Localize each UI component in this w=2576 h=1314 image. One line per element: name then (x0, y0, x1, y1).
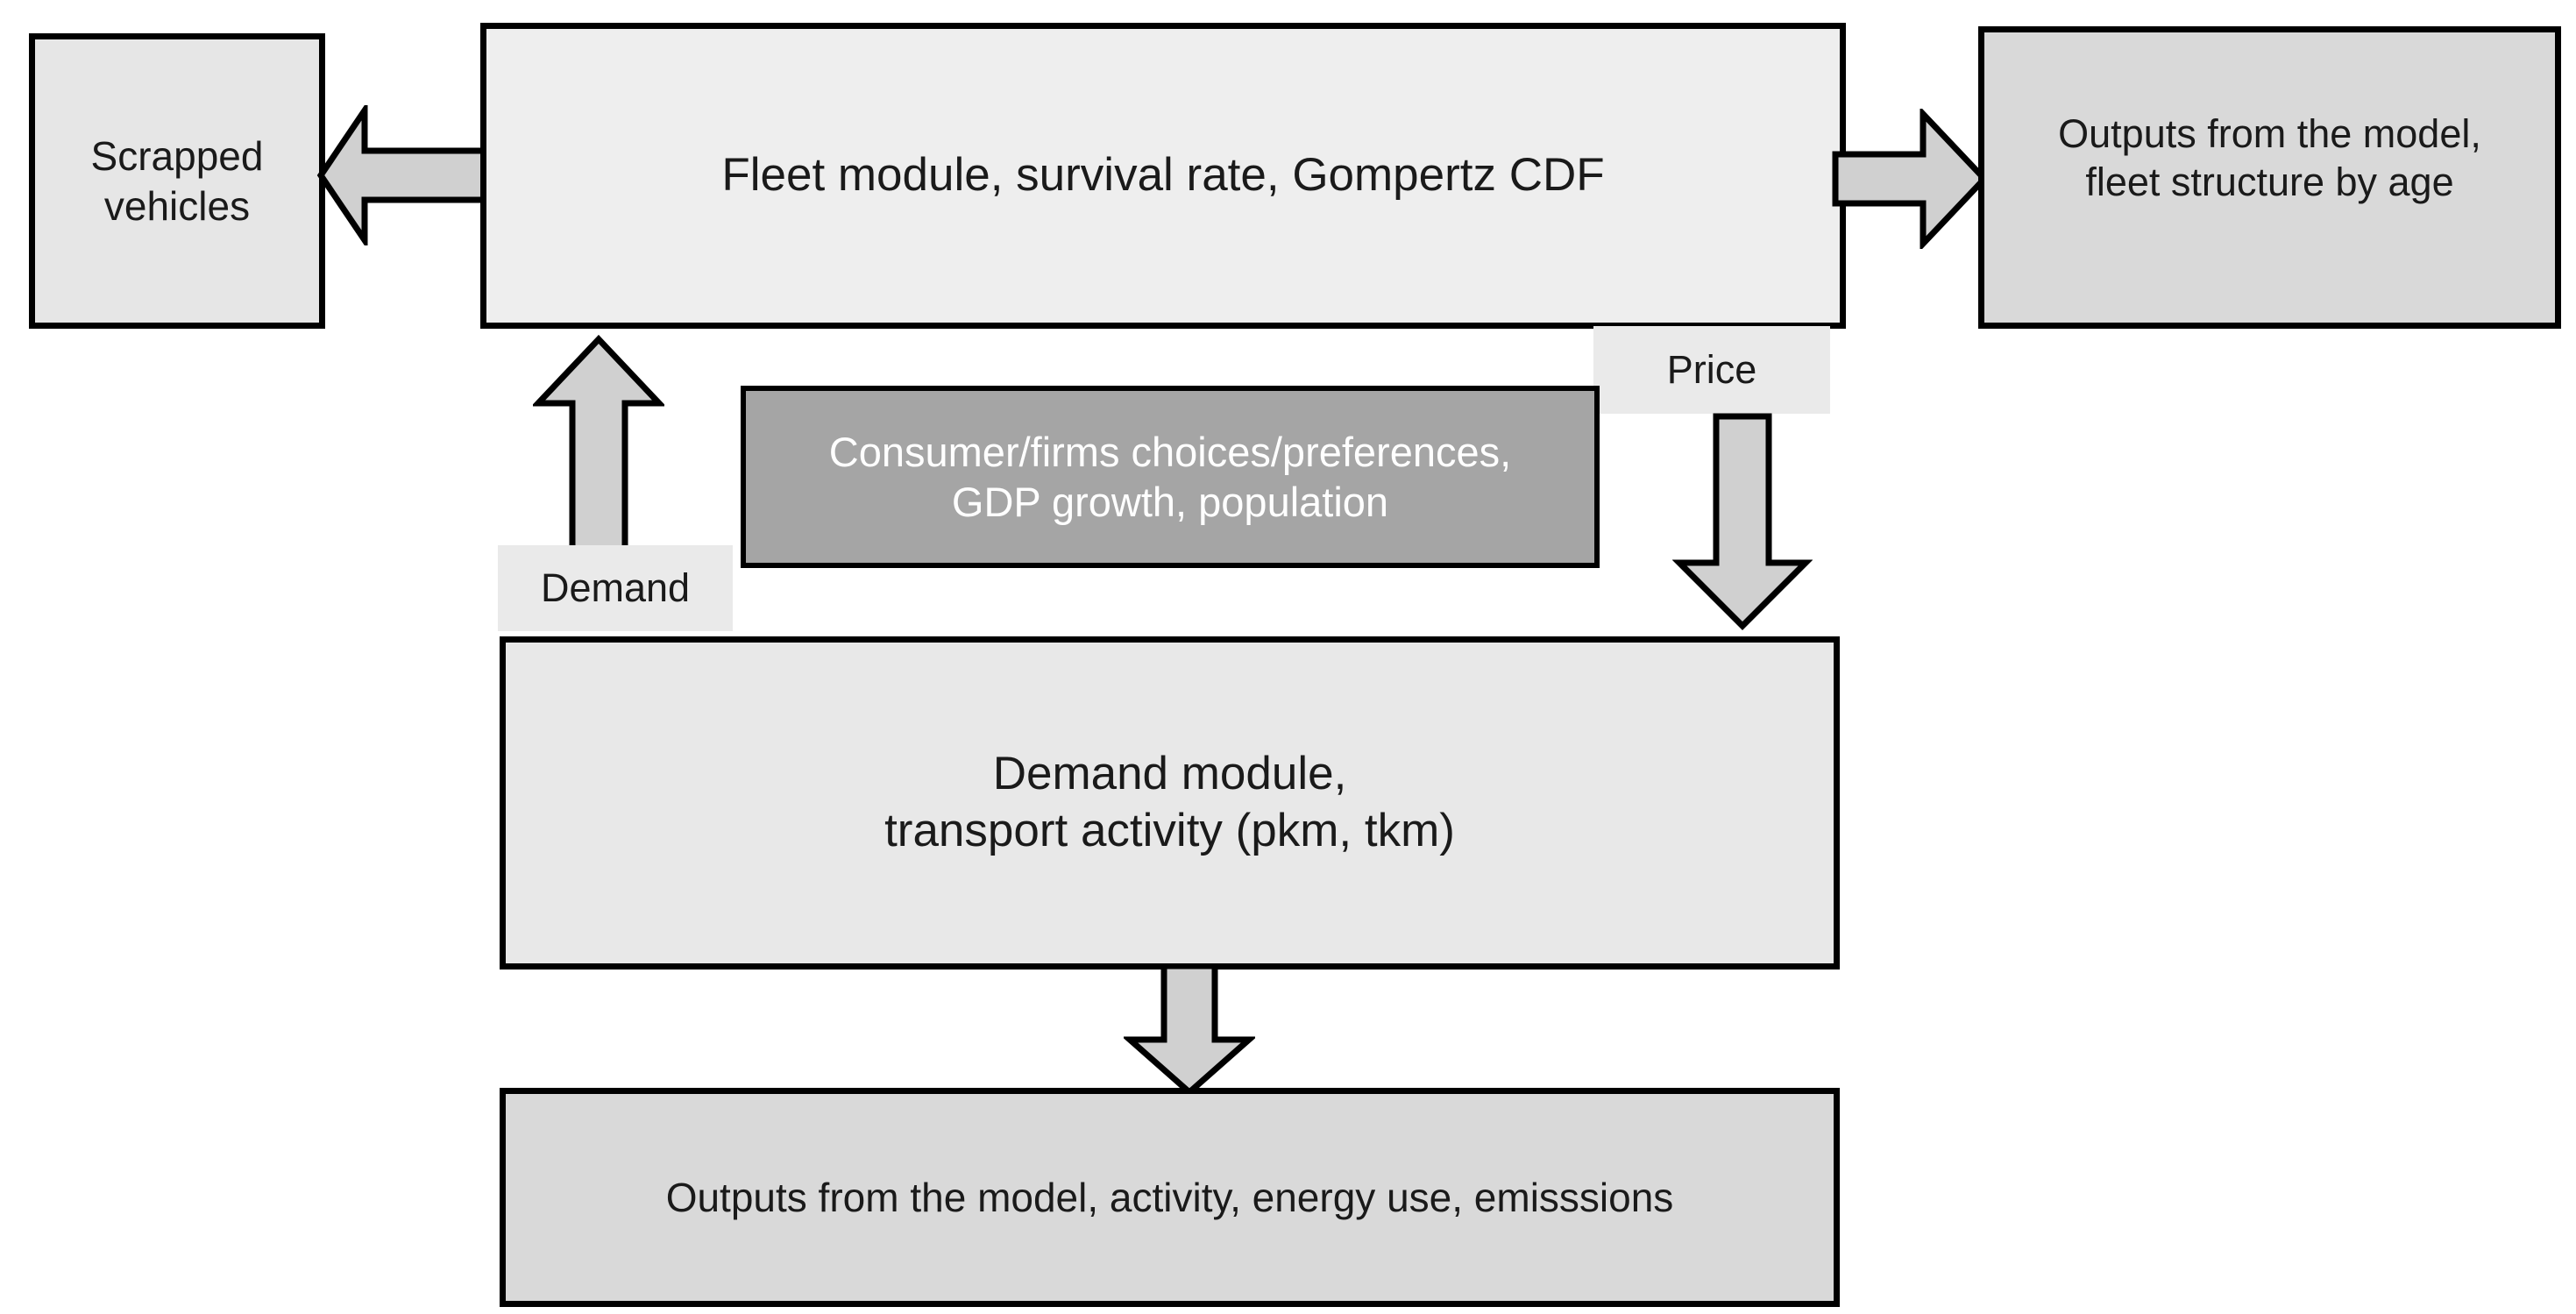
edge-label-price-text: Price (1666, 347, 1757, 392)
edge-label-demand-text: Demand (540, 565, 691, 610)
node-fleet-module-label: Fleet module, survival rate, Gompertz CD… (721, 149, 1605, 202)
edge-label-price: Price (1593, 326, 1830, 414)
node-fleet-outputs: Outputs from the model, fleet structure … (1978, 26, 2561, 329)
node-scrapped-vehicles: Scrapped vehicles (29, 33, 325, 329)
node-demand-module-label: Demand module, transport activity (pkm, … (884, 748, 1455, 856)
node-bottom-outputs: Outputs from the model, activity, energy… (500, 1088, 1840, 1307)
node-bottom-outputs-label: Outputs from the model, activity, energy… (665, 1174, 1674, 1220)
arrow-fleet-to-outputs (1832, 109, 1990, 249)
node-scrapped-vehicles-label: Scrapped vehicles (90, 133, 264, 229)
node-consumer-drivers: Consumer/firms choices/preferences, GDP … (741, 386, 1600, 568)
edge-label-demand: Demand (498, 545, 733, 631)
arrow-demand-module-to-outputs (1124, 966, 1255, 1097)
arrow-price-to-demand-module (1672, 412, 1813, 631)
arrow-fleet-to-scrapped (316, 105, 491, 245)
node-consumer-drivers-label: Consumer/firms choices/preferences, GDP … (828, 428, 1512, 525)
node-fleet-module: Fleet module, survival rate, Gompertz CD… (480, 23, 1846, 329)
node-demand-module: Demand module, transport activity (pkm, … (500, 636, 1840, 970)
arrow-demand-to-fleet (533, 335, 664, 554)
node-fleet-outputs-label: Outputs from the model, fleet structure … (2058, 110, 2481, 204)
